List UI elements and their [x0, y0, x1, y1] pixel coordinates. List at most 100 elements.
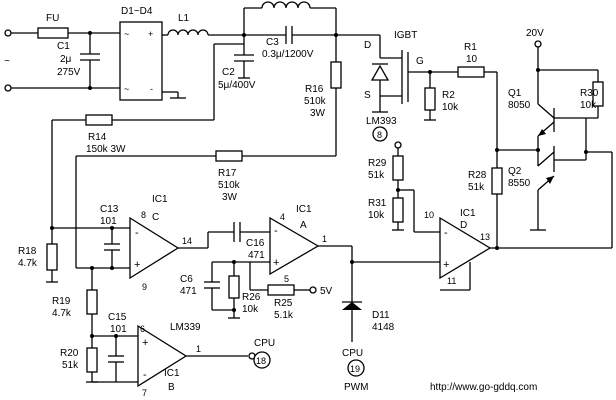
comparator-ic1c: - + 8 14 9 IC1 C: [76, 194, 234, 292]
svg-text:-: -: [274, 225, 278, 237]
ic1d-label: IC1: [460, 208, 476, 219]
r31-label: R31: [368, 198, 387, 209]
d11-value: 4148: [372, 322, 395, 333]
capacitor-c15: C15 101: [92, 312, 138, 383]
comparator-ic1b: + - LM339 6 7 1 IC1 B CPU 18: [137, 322, 275, 398]
igbt-label: IGBT: [394, 30, 417, 41]
svg-text:+: +: [148, 29, 153, 39]
igbt-s-label: S: [364, 90, 371, 101]
ic1a-label: IC1: [296, 204, 312, 215]
q1-label: Q1: [508, 88, 522, 99]
ic1d-pin13: 13: [480, 232, 490, 242]
r26-value: 10k: [242, 304, 259, 315]
ic1a-pin1: 1: [322, 234, 327, 244]
l1-label: L1: [178, 13, 190, 24]
cpu-pwm-label: CPU: [342, 348, 363, 359]
capacitor-c6: C6 471: [180, 260, 236, 311]
c1-voltage: 275V: [57, 67, 81, 78]
ic1b-pin6: 6: [140, 324, 145, 334]
capacitor-c3: C3 0.3μ/1200V: [244, 26, 380, 60]
transistor-q2: Q2 8550: [508, 118, 588, 231]
svg-text:+: +: [142, 337, 148, 349]
inductor-l1: L1: [167, 13, 244, 36]
r2-value: 10k: [442, 102, 459, 113]
resonant-coil: [243, 1, 337, 35]
vcc-20v: 20V: [526, 28, 598, 72]
ic1a-pin4: 4: [280, 212, 285, 222]
resistor-r18: R18 4.7k: [18, 226, 58, 283]
r30-label: R30: [580, 88, 599, 99]
r19-value: 4.7k: [52, 308, 72, 319]
fu-label: FU: [46, 13, 59, 24]
input-terminals: ~: [4, 29, 12, 92]
comparator-ic1d: - + 10 11 13 IC1 D: [424, 208, 492, 286]
resistor-r31: R31 10k: [368, 189, 440, 233]
resistor-r29: R29 51k: [368, 141, 404, 192]
c3-label: C3: [266, 37, 279, 48]
d11-label: D11: [372, 310, 390, 321]
q1-value: 8050: [508, 100, 531, 111]
ic1c-unit: C: [152, 212, 159, 223]
r30-value: 10k: [580, 100, 597, 111]
r18-value: 4.7k: [18, 258, 38, 269]
r28-label: R28: [468, 170, 487, 181]
c13-value: 101: [100, 216, 117, 227]
r16-value: 510k: [304, 96, 327, 107]
r29-label: R29: [368, 158, 387, 169]
ic1b-pin7: 7: [142, 388, 147, 398]
ic1b-pin1: 1: [196, 344, 201, 354]
r2-label: R2: [442, 90, 455, 101]
r29-value: 51k: [368, 170, 385, 181]
c6-value: 471: [180, 286, 197, 297]
ic1b-label: IC1: [164, 368, 180, 379]
c16-value: 471: [248, 250, 265, 261]
capacitor-c1: C1 2μ 275V: [57, 31, 100, 90]
igbt-g-label: G: [416, 56, 424, 67]
svg-text:+: +: [273, 257, 279, 269]
r25-value: 5.1k: [274, 310, 294, 321]
resistor-r19: R19 4.7k: [52, 268, 98, 336]
r1-value: 10: [466, 54, 478, 65]
r20-value: 51k: [62, 360, 79, 371]
pin-8-marker: [372, 126, 388, 142]
ic1a-unit: A: [300, 220, 307, 231]
resistor-r26: R26 10k: [228, 262, 261, 319]
igbt-transistor: IGBT D S G: [364, 30, 430, 113]
ic1d-pin10: 10: [424, 210, 434, 220]
resistor-r25: 5V R25 5.1k: [249, 262, 333, 321]
diode-d11: D11 4148 CPU 19 PWM: [342, 262, 395, 393]
q2-value: 8550: [508, 178, 531, 189]
ic1c-label: IC1: [152, 194, 168, 205]
ic1a-pin5: 5: [284, 274, 289, 284]
c1-label: C1: [57, 41, 70, 52]
r31-value: 10k: [368, 210, 385, 221]
r18-label: R18: [18, 246, 37, 257]
resistor-r30: R30 10k: [560, 70, 604, 119]
resistor-r20: R20 51k: [60, 334, 98, 383]
svg-text:+: +: [134, 259, 140, 271]
v5-label: 5V: [320, 286, 333, 297]
ic1c-pin14: 14: [182, 236, 192, 246]
r19-label: R19: [52, 296, 71, 307]
svg-text:~: ~: [4, 56, 10, 67]
lm339-label: LM339: [170, 322, 201, 333]
r26-label: R26: [242, 292, 261, 303]
ic1d-feedback: [440, 262, 471, 291]
resistor-r17: R17 510k 3W: [75, 150, 336, 268]
c15-value: 101: [110, 324, 127, 335]
ic1d-pin11: 11: [447, 276, 456, 286]
r16-watt: 3W: [310, 108, 326, 119]
r17-value: 510k: [218, 180, 241, 191]
r17-watt: 3W: [222, 192, 238, 203]
r25-label: R25: [274, 298, 293, 309]
capacitor-c2: C2 5μ/400V: [218, 33, 256, 91]
ic1d-unit: D: [460, 220, 467, 231]
svg-text:-: -: [135, 227, 139, 239]
r28-value: 51k: [468, 182, 485, 193]
svg-text:-: -: [444, 227, 448, 239]
r20-label: R20: [60, 348, 79, 359]
bridge-rectifier: D1~D4 ~ + ~ -: [119, 6, 186, 101]
ic1b-unit: B: [168, 382, 175, 393]
r1-label: R1: [464, 42, 477, 53]
